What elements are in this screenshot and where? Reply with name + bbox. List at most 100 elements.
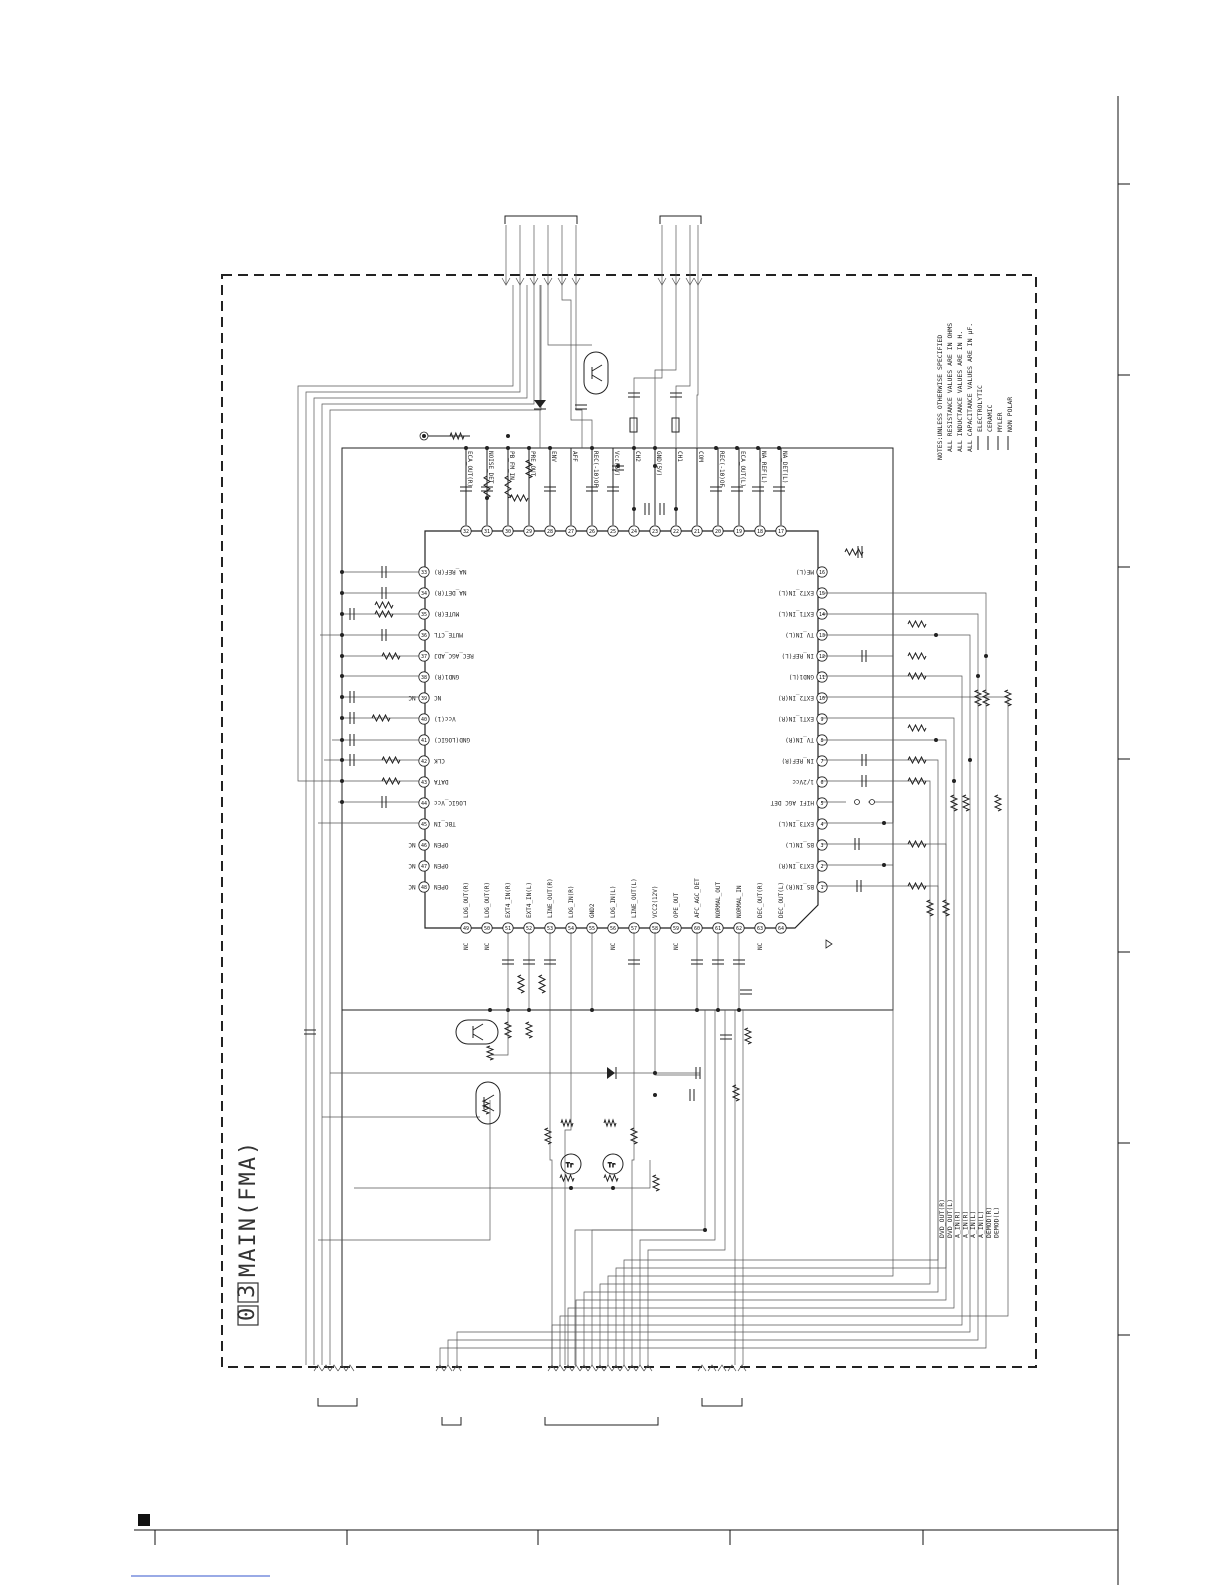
pin-number: 39: [421, 696, 427, 702]
resistor: [629, 1127, 639, 1145]
pin-number: 45: [421, 822, 427, 828]
pin-number: 31: [484, 529, 490, 535]
pin-circle: [586, 525, 598, 537]
junction-dot: [464, 446, 468, 450]
capacitor: [689, 1089, 695, 1101]
resistor: [981, 689, 991, 707]
signal-label: DEMOD(R): [985, 1207, 993, 1238]
pin-label: EXT3_IN(R): [778, 862, 814, 869]
junction-dot: [653, 1093, 657, 1097]
pin-number: 18: [757, 529, 763, 535]
resistor: [481, 1099, 491, 1115]
pin-number: 8: [820, 738, 823, 744]
pin-label: EXT2_IN(R): [778, 694, 814, 701]
junction-dot: [714, 446, 718, 450]
pin-label: IN_REF(R): [781, 757, 814, 764]
pin-number: 9: [820, 717, 823, 723]
notes-block: NOTES:UNLESS OTHERWISE SPECIFIED ALL RES…: [936, 323, 1014, 460]
pin-number: 5: [820, 801, 823, 807]
pin-number: 49: [463, 926, 469, 932]
resistor: [651, 1174, 661, 1192]
pin-circle: [628, 525, 640, 537]
pin-circle: [816, 671, 828, 683]
resistor: [381, 755, 401, 765]
capacitor: [586, 486, 598, 492]
capacitor: [381, 629, 387, 641]
pin-circle: [523, 525, 535, 537]
capacitor: [861, 650, 867, 662]
junction-dot: [976, 674, 980, 678]
junction-dot: [340, 570, 344, 574]
ferrite: [629, 417, 638, 433]
pin-number: 25: [610, 529, 616, 535]
capacitor: [861, 754, 867, 766]
connector-arrow: [321, 1364, 331, 1372]
pin-circle: [418, 818, 430, 830]
pin-label: REC(-10)OF: [592, 451, 599, 488]
junction-dot: [882, 821, 886, 825]
capacitor: [544, 959, 556, 965]
ground-symbol: [825, 939, 833, 949]
transistor-lead: [472, 1023, 484, 1031]
junction-dot: [616, 464, 620, 468]
pin-circle: [754, 525, 766, 537]
junction-dot: [340, 695, 344, 699]
capacitor: [304, 1029, 316, 1035]
top-harness-wires: [313, 225, 782, 1372]
junction-dot: [735, 446, 739, 450]
pin-circle: [418, 797, 430, 809]
resistor: [603, 1173, 619, 1183]
harness-wire: [547, 285, 592, 346]
pin-label: AFC_AGC_DET: [694, 878, 701, 918]
capacitor: [720, 1034, 732, 1040]
junction-dot: [756, 446, 760, 450]
junction-dot: [340, 716, 344, 720]
pin-label: ECA_OUT(L): [739, 451, 746, 487]
junction-dot: [488, 1008, 492, 1012]
capacitor: [523, 959, 535, 965]
transistor-lead: [591, 364, 603, 372]
pin-number: 13: [819, 633, 825, 639]
junction-dot: [340, 738, 344, 742]
pin-label: BS_IN(R): [785, 883, 814, 890]
resistor: [907, 651, 927, 661]
resistor: [483, 475, 491, 499]
ic-pin: 61/2Vcc: [792, 776, 828, 788]
capacitor: [607, 486, 619, 492]
pin-circle: [502, 525, 514, 537]
resistor: [907, 776, 927, 786]
resistor: [973, 689, 983, 707]
pin-circle: [754, 922, 766, 934]
junction-dot: [527, 446, 531, 450]
junction-dot: [674, 507, 678, 511]
pin-circle: [816, 713, 828, 725]
junction-dot: [777, 446, 781, 450]
ic-pins-bottom: 49LOG_OUT(R)NC50LOG_OUT(R)NC51EXT4_IN(R)…: [460, 878, 787, 950]
pin-circle: [670, 525, 682, 537]
resistor: [543, 1127, 553, 1145]
left-harness-wires: [297, 285, 542, 1365]
pin-circle: [691, 525, 703, 537]
signal-label: DEMOD(L): [993, 1207, 1001, 1238]
resistor: [381, 651, 401, 661]
pin-number: 23: [652, 529, 658, 535]
pin-number: 62: [736, 926, 742, 932]
pin-number: 32: [463, 529, 469, 535]
title-text: MAIN(FMA): [236, 1140, 261, 1277]
pin-label: TV_IN(L): [785, 631, 814, 638]
ic-pin: 7IN_REF(R): [781, 755, 828, 767]
pin-circle: [460, 525, 472, 537]
